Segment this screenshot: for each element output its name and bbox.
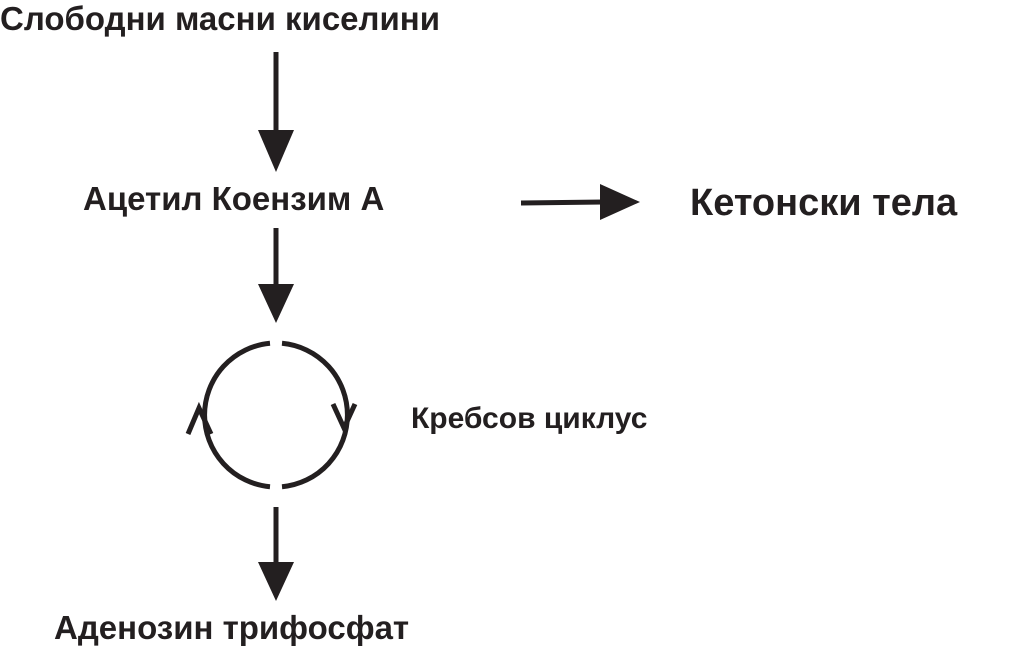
arrow-ffa-to-acetyl xyxy=(258,52,294,172)
krebs-cycle-icon xyxy=(185,340,358,490)
arrow-acetyl-to-ketone xyxy=(520,184,640,220)
cycle-arrowhead-right xyxy=(330,402,358,435)
node-atp: Аденозин трифосфат xyxy=(54,609,410,646)
node-acetyl-coa: Ацетил Коензим А xyxy=(83,180,385,217)
node-ketone-bodies: Кетонски тела xyxy=(690,182,958,224)
arrow-krebs-to-atp xyxy=(258,507,294,601)
cycle-arrowhead-left xyxy=(185,401,214,436)
node-krebs-cycle: Кребсов циклус xyxy=(411,402,648,435)
arrow-acetyl-to-krebs xyxy=(258,228,294,323)
node-free-fatty-acids: Слободни масни киселини xyxy=(0,0,441,37)
